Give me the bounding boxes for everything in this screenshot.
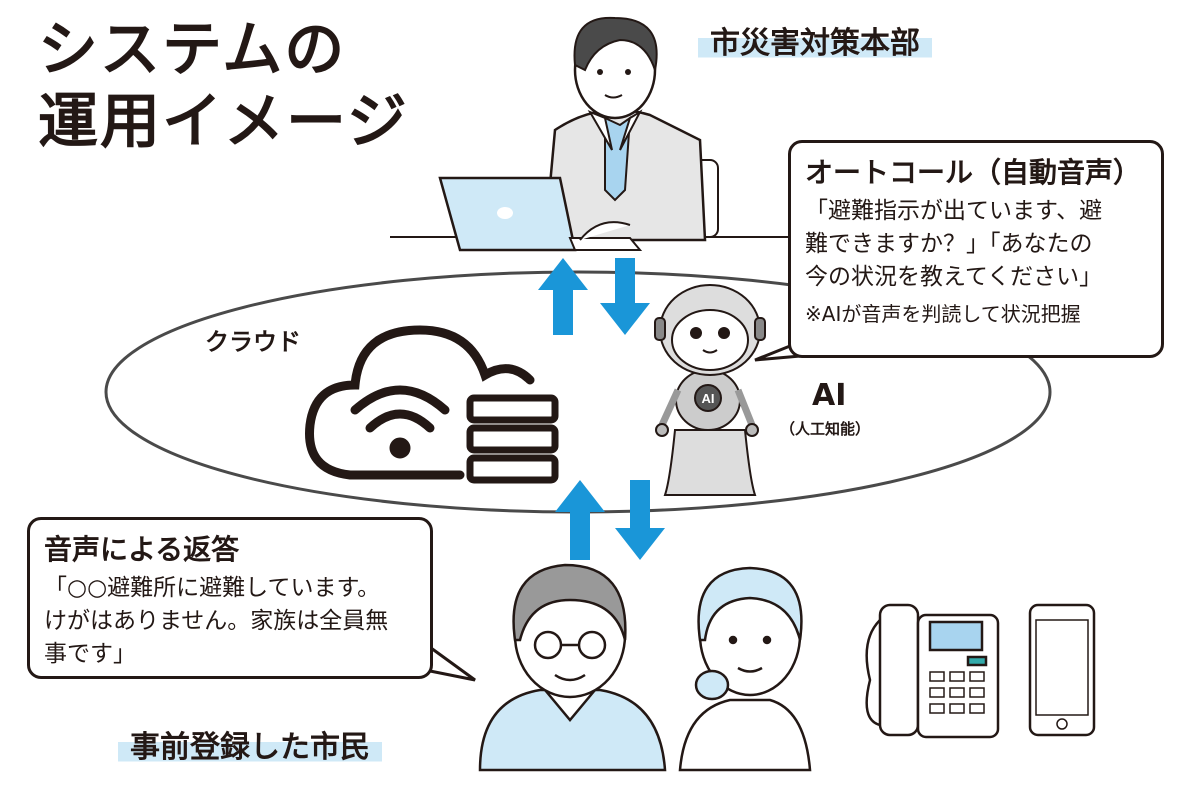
reply-heading: 音声による返答	[44, 533, 240, 566]
autocall-line-2: 難できますか？」「あなたの	[805, 231, 1093, 257]
data-flow-arrows-top	[538, 258, 650, 335]
reply-line-3: 事です」	[44, 641, 136, 667]
citizen-woman-illustration	[678, 566, 812, 772]
reply-line-2: けがはありません。家族は全員無	[44, 608, 389, 634]
reply-line-1: 「○○避難所に避難しています。	[44, 575, 381, 601]
hq-label: 市災害対策本部	[698, 18, 932, 62]
page-title: システムの 運用イメージ	[38, 14, 409, 158]
landline-phone-icon	[865, 603, 1000, 739]
autocall-heading: オートコール（自動音声）	[805, 156, 1142, 189]
data-flow-arrows-bottom	[555, 480, 665, 560]
autocall-line-3: 今の状況を教えてください」	[805, 264, 1103, 290]
ai-label: AI	[812, 378, 847, 413]
server-icon	[466, 394, 559, 484]
citizen-man-illustration	[478, 563, 667, 772]
smartphone-icon	[1028, 603, 1096, 737]
reply-bubble: 音声による返答 「○○避難所に避難しています。 けがはありません。家族は全員無 …	[27, 517, 433, 679]
cloud-label: クラウド	[205, 328, 301, 356]
hq-staff-illustration	[390, 16, 790, 252]
cloud-icon	[305, 325, 535, 480]
citizens-label: 事前登録した市民	[118, 722, 382, 766]
autocall-line-1: 「避難指示が出ています、避	[805, 198, 1103, 224]
autocall-bubble: オートコール（自動音声） 「避難指示が出ています、避 難できますか？」「あなたの…	[788, 140, 1164, 358]
title-line-2: 運用イメージ	[38, 87, 409, 157]
title-line-1: システムの	[38, 15, 347, 85]
ai-robot-illustration: AI	[654, 284, 766, 496]
autocall-note: ※AIが音声を判読して状況把握	[805, 302, 1081, 326]
svg-text:AI: AI	[702, 391, 715, 406]
ai-sublabel: （人工知能）	[780, 420, 871, 438]
